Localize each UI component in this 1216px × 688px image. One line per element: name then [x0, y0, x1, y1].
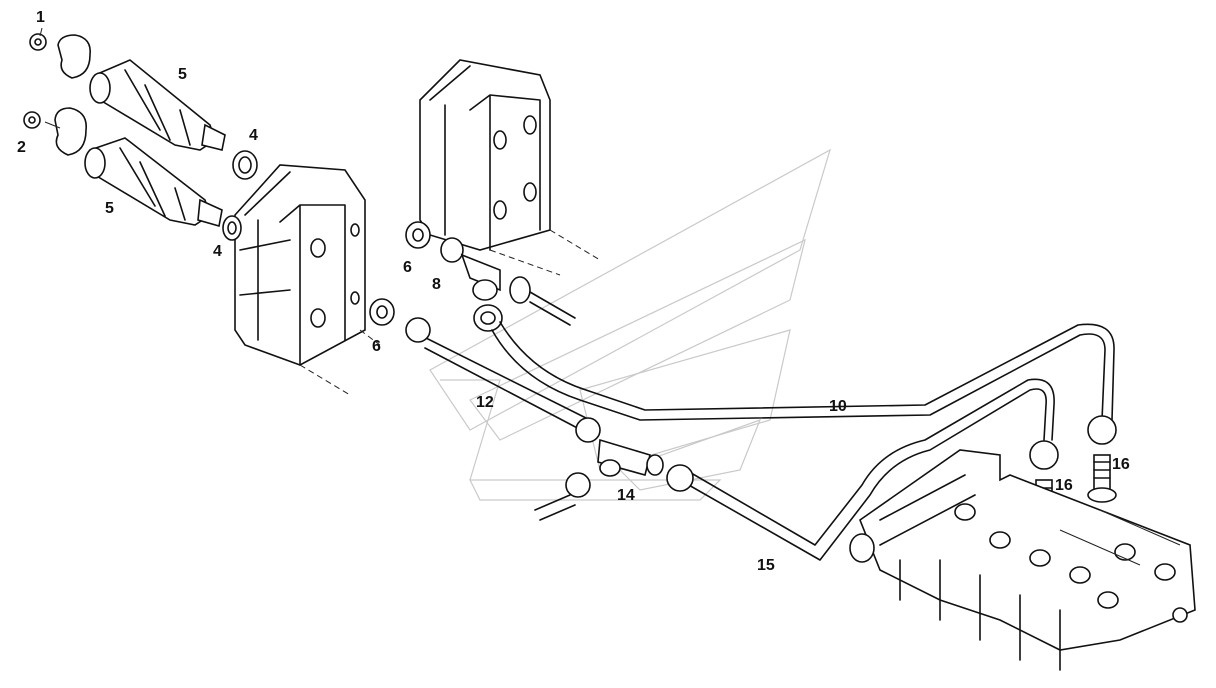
leader-lines [39, 27, 61, 129]
cartridge-lower [84, 137, 223, 228]
pipe-10 [491, 321, 1115, 421]
cartridge-upper [89, 59, 226, 151]
callout-5-upper: 5 [178, 66, 187, 83]
nut-upper [405, 221, 431, 249]
tee-fitting-14 [534, 438, 694, 521]
plate-2 [54, 107, 87, 156]
callout-4-upper: 4 [249, 127, 258, 144]
control-valve-bank [849, 449, 1196, 671]
callout-1: 1 [36, 9, 45, 26]
callout-12: 12 [476, 394, 494, 411]
nipple-fitting-right [1087, 415, 1117, 503]
seal-ring-upper [232, 150, 258, 180]
callout-15: 15 [757, 557, 775, 574]
callout-10: 10 [829, 398, 847, 415]
callout-4-lower: 4 [213, 243, 222, 260]
callout-5-lower: 5 [105, 200, 114, 217]
seal-ring-lower [222, 215, 242, 241]
callout-14: 14 [617, 487, 635, 504]
pipe-15 [679, 378, 1055, 561]
callout-2: 2 [17, 139, 26, 156]
callout-8: 8 [432, 276, 441, 293]
nut-lower [369, 298, 395, 326]
pipe-12 [405, 317, 601, 443]
callout-6-upper: 6 [403, 259, 412, 276]
left-valve-block [234, 164, 381, 396]
tee-fitting-8 [440, 237, 576, 332]
washer-1 [29, 33, 47, 51]
washer-2 [23, 111, 41, 129]
back-valve-block [419, 59, 601, 276]
callout-16-left: 16 [1055, 477, 1073, 494]
plate-1 [57, 34, 92, 79]
watermark-logo [429, 148, 831, 501]
callout-6-lower: 6 [372, 338, 381, 355]
callout-16-right: 16 [1112, 456, 1130, 473]
